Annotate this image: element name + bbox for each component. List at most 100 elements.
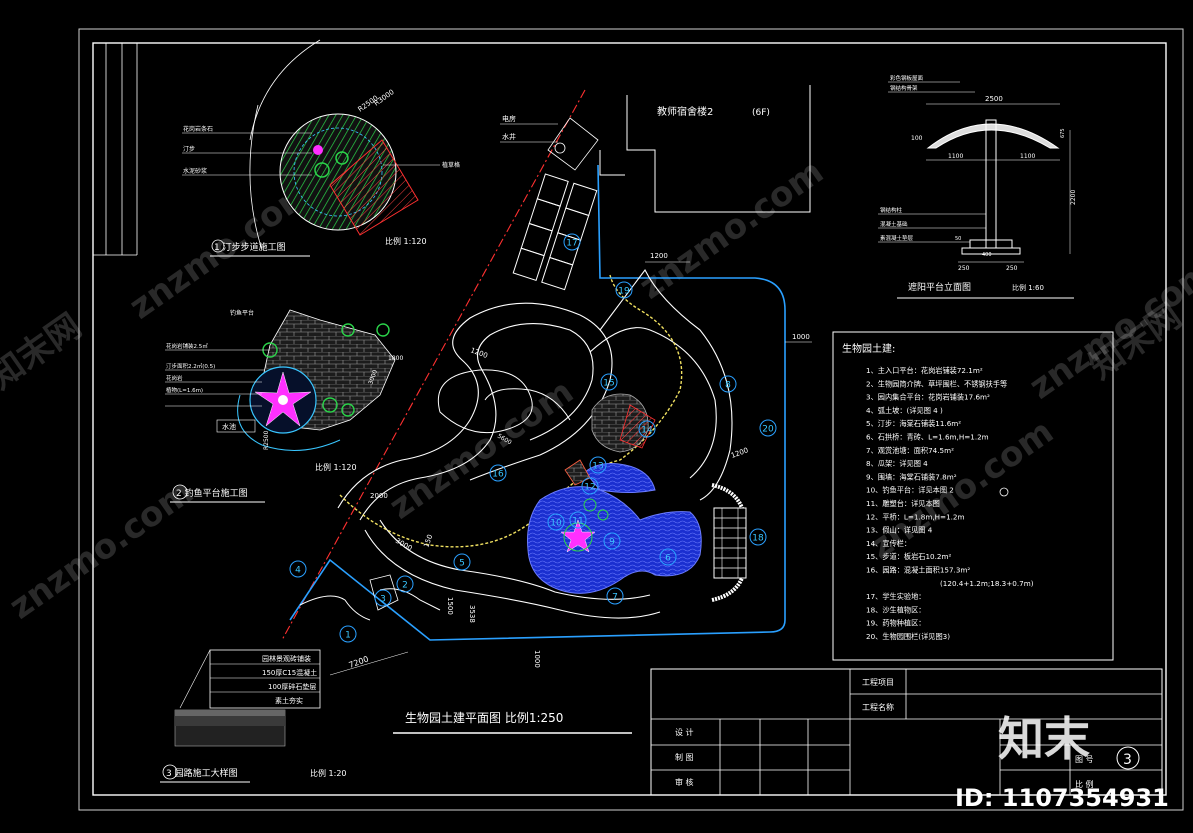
building-floors: (6F) bbox=[752, 108, 770, 118]
brand-logo-text: 知末 bbox=[998, 712, 1090, 766]
callout-circle bbox=[563, 233, 581, 251]
callout-circle bbox=[396, 575, 414, 593]
tb-drawing: 制 图 bbox=[675, 752, 694, 762]
legend-item: 10、钓鱼平台：详见本图 2 bbox=[866, 486, 954, 495]
callout-circle bbox=[339, 625, 357, 643]
callout-number: 2 bbox=[402, 581, 408, 591]
tb-design: 设 计 bbox=[675, 727, 694, 737]
d2-dim: 1800 bbox=[388, 355, 403, 362]
drawing-frame bbox=[78, 28, 1184, 811]
d2-label: 钓鱼平台 bbox=[230, 309, 254, 317]
elev-dim: 250 bbox=[1006, 265, 1018, 272]
elev-title: 遮阳平台立面图 bbox=[908, 281, 971, 293]
main-site-plan: 教师宿舍楼2 (6F) 电房 水井 bbox=[281, 85, 812, 734]
d1-label: 花岗岩条石 bbox=[183, 125, 213, 133]
tb-sheet-label: 图 号 bbox=[1075, 755, 1094, 764]
callout-number: 19 bbox=[618, 287, 630, 297]
callout-number: 11 bbox=[572, 517, 583, 527]
main-plan-title: 生物园土建平面图 比例1:250 bbox=[405, 711, 563, 725]
callout-circle bbox=[659, 548, 677, 566]
legend-title: 生物园土建: bbox=[842, 342, 895, 355]
legend-item: 8、瓜架：详见图 4 bbox=[866, 459, 928, 468]
utility-label: 水井 bbox=[502, 132, 516, 141]
legend-item: 11、雕塑台：详见本图 bbox=[866, 499, 940, 508]
callout-number: 18 bbox=[752, 534, 764, 544]
legend-item: 16、园路：混凝土面积157.3m² bbox=[866, 566, 970, 575]
brand-id: ID: 1107354931 bbox=[955, 784, 1169, 812]
d1-label: 水泥砂浆 bbox=[183, 167, 207, 175]
title-block: 工程项目 工程名称 设 计 制 图 审 核 图 号 比 例 3 bbox=[650, 668, 1163, 796]
callout-circle bbox=[749, 528, 767, 546]
legend-item: 7、观赏池塘：面积74.5m² bbox=[866, 446, 954, 455]
legend-item: 6、石拱桥：青砖、L=1.6m,H=1.2m bbox=[866, 433, 989, 442]
callout-circle bbox=[638, 420, 656, 438]
legend-item: 15、步道：板岩石10.2m² bbox=[866, 552, 951, 561]
callout-circle bbox=[603, 532, 621, 550]
callout-circle bbox=[374, 589, 392, 607]
d2-label: 植物(L=1.6m) bbox=[166, 386, 203, 394]
d2-label: 汀步面积2.2㎡(0.5) bbox=[166, 362, 215, 370]
elev-scale: 比例 1:60 bbox=[1012, 283, 1044, 292]
dim-label: 1000 bbox=[792, 333, 810, 341]
watermark-text: znzmo.com bbox=[632, 152, 831, 308]
pergola-arbor bbox=[711, 483, 747, 602]
dim-label: 7200 bbox=[348, 654, 370, 669]
legend-item: 17、学生实验地： bbox=[866, 592, 925, 601]
callout-number: 8 bbox=[725, 381, 731, 391]
elev-dim: 100 bbox=[911, 135, 923, 142]
dim-label: 3538 bbox=[468, 605, 476, 623]
experiment-plots bbox=[512, 173, 598, 291]
callout-number: 6 bbox=[665, 554, 671, 564]
dim-label: 1200 bbox=[469, 346, 488, 360]
legend-item: 9、围墙：海棠石铺装7.8m² bbox=[866, 472, 957, 481]
callout-number: 3 bbox=[380, 595, 386, 605]
elev-dim: 50 bbox=[955, 236, 961, 242]
d2-title: 2 钓鱼平台施工图 bbox=[176, 487, 248, 499]
elev-label: 素混凝土垫层 bbox=[880, 234, 914, 242]
callout-circle bbox=[615, 281, 633, 299]
callout-number: 7 bbox=[612, 593, 618, 603]
legend-item: 14、宣传栏： bbox=[866, 539, 911, 548]
tb-review: 审 核 bbox=[675, 777, 694, 787]
building-label: 教师宿舍楼2 bbox=[657, 105, 713, 118]
elev-label: 混凝土基础 bbox=[880, 220, 908, 228]
tb-sheet-number: 3 bbox=[1123, 752, 1132, 768]
detail-3-path-section: 园林景观砖铺装 150厚C15混凝土 100厚碎石垫层 素土夯实 3 园路施工大… bbox=[160, 649, 347, 783]
callout-circle bbox=[569, 511, 587, 529]
legend-item: 5、汀步：海棠石铺装11.6m² bbox=[866, 419, 961, 428]
callout-circle bbox=[589, 456, 607, 474]
property-line bbox=[281, 89, 586, 641]
callout-number: 13 bbox=[592, 462, 603, 472]
callout-circle bbox=[489, 464, 507, 482]
callout-circle bbox=[606, 587, 624, 605]
d1-label: 植草格 bbox=[442, 161, 460, 169]
elev-dim: 675 bbox=[1060, 128, 1066, 138]
elev-label: 彩色钢板屋面 bbox=[890, 74, 924, 82]
d1-title: 1 汀步步道施工图 bbox=[214, 241, 286, 253]
tb-scale-label: 比 例 bbox=[1075, 779, 1094, 789]
legend-item: 18、沙生植物区： bbox=[866, 605, 925, 614]
d3-title: 3 园路施工大样图 bbox=[166, 767, 238, 779]
dim-label: 1000 bbox=[533, 650, 541, 668]
d2-dim: R2500 bbox=[263, 430, 270, 450]
dim-label: 3000 bbox=[394, 537, 413, 553]
legend-item: 4、弧土坡：(详见图 4 ) bbox=[866, 406, 943, 415]
legend-item: 1、主入口平台：花岗岩铺装72.1m² bbox=[866, 366, 983, 375]
d2-dim: 3000 bbox=[367, 369, 379, 386]
legend-item: 2、生物园简介牌、草坪围栏、不锈钢扶手等 bbox=[866, 379, 1007, 388]
d1-scale: 比例 1:120 bbox=[385, 236, 427, 246]
callout-number: 10 bbox=[550, 519, 562, 529]
d3-layer: 100厚碎石垫层 bbox=[268, 682, 316, 691]
legend-item: 19、药物种植区： bbox=[866, 619, 925, 628]
callout-number: 1 bbox=[345, 631, 351, 641]
pergola-elevation: 2500 1100 1100 100 2200 250 250 400 50 6… bbox=[878, 74, 1077, 299]
callout-number: 17 bbox=[566, 239, 577, 249]
dim-label: 1200 bbox=[650, 252, 668, 260]
fence-line bbox=[289, 164, 786, 641]
d1-dim: R3000 bbox=[373, 88, 396, 108]
callout-circle bbox=[719, 375, 737, 393]
tb-project-name: 工程名称 bbox=[862, 702, 894, 712]
callout-circle bbox=[581, 477, 599, 495]
